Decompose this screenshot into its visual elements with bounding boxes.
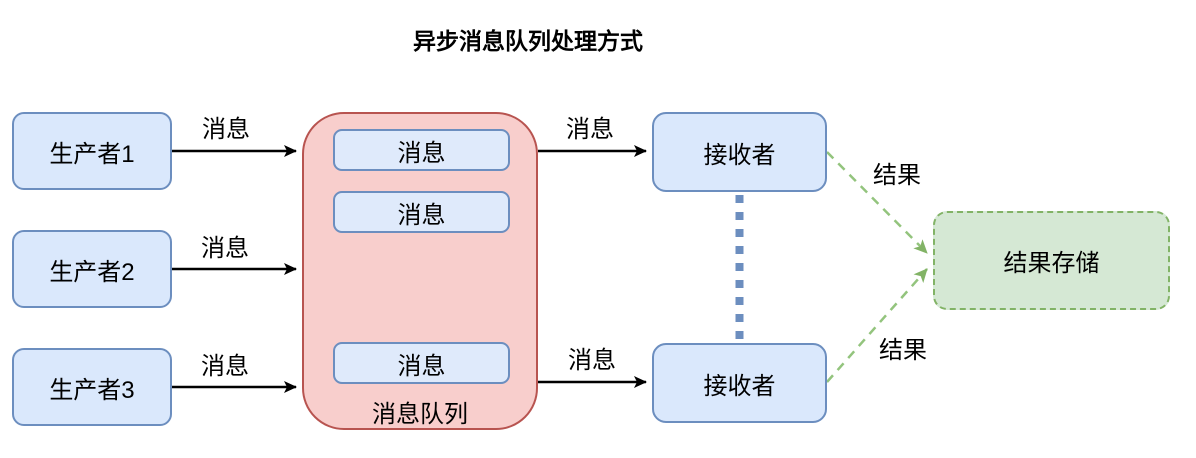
result-store-label: 结果存储 <box>1003 250 1100 277</box>
arrow-receiver2-to-store <box>826 268 928 383</box>
message-queue-label: 消息队列 <box>372 401 468 428</box>
diagram-title: 异步消息队列处理方式 <box>413 28 643 54</box>
arrow-receiver1-to-store <box>826 151 928 254</box>
edge-label-message: 消息 <box>568 347 616 374</box>
receiver-2-node: 接收者 <box>652 343 827 423</box>
edge-label-result: 结果 <box>873 162 921 189</box>
receiver-2-label: 接收者 <box>703 372 776 400</box>
queue-message-label: 消息 <box>397 201 446 229</box>
producer-3-label: 生产者3 <box>49 376 135 404</box>
receiver-1-label: 接收者 <box>703 141 776 169</box>
result-store-node: 结果存储 <box>933 211 1170 310</box>
queue-message-label: 消息 <box>397 352 446 380</box>
producer-1-label: 生产者1 <box>49 140 135 168</box>
edge-label-message: 消息 <box>566 116 614 143</box>
receiver-1-node: 接收者 <box>652 112 827 192</box>
edge-label-message: 消息 <box>201 353 249 380</box>
producer-3-node: 生产者3 <box>12 348 172 426</box>
queue-message-label: 消息 <box>397 139 446 167</box>
edge-label-result: 结果 <box>879 337 927 364</box>
queue-message-item: 消息 <box>333 191 510 233</box>
queue-message-item: 消息 <box>333 129 510 171</box>
edge-label-message: 消息 <box>201 235 249 262</box>
producer-2-node: 生产者2 <box>12 230 172 308</box>
edge-label-message: 消息 <box>202 116 250 143</box>
producer-2-label: 生产者2 <box>49 258 135 286</box>
producer-1-node: 生产者1 <box>12 112 172 190</box>
queue-message-item: 消息 <box>333 342 510 384</box>
